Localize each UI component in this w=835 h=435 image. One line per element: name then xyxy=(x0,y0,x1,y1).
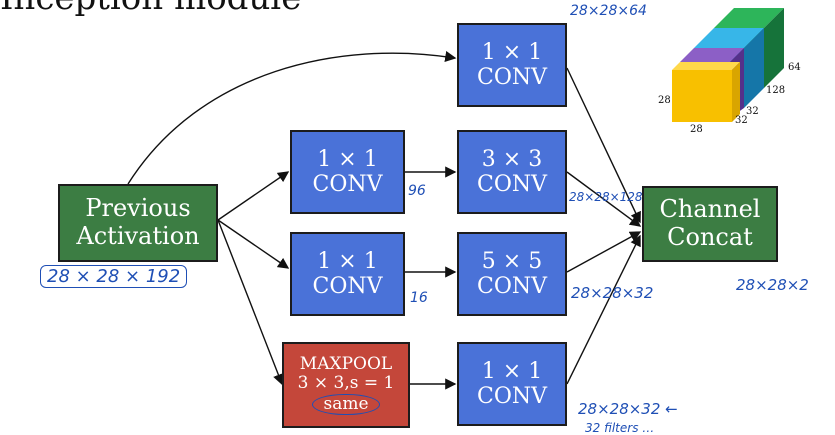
cube-label-32-a: 32 xyxy=(735,115,748,126)
cube-label-32-b: 32 xyxy=(746,106,759,117)
previous-activation-line1: Previous xyxy=(85,194,191,223)
filters-note-annotation: 32 filters … xyxy=(585,421,655,435)
maxpool-box: MAXPOOL 3 × 3,s = 1 same xyxy=(282,342,410,428)
cube-label-128: 128 xyxy=(766,85,786,96)
output-volume-cube-illustration xyxy=(672,8,784,122)
conv-5x5-box: 5 × 5 CONV xyxy=(457,232,567,316)
maxpool-padding: same xyxy=(312,393,380,416)
input-dims-annotation: 28 × 28 × 192 xyxy=(40,265,188,288)
cube-label-28-width: 28 xyxy=(690,124,703,135)
channel-concat-box: Channel Concat xyxy=(642,186,778,262)
out-128-annotation: 28×28×128 xyxy=(569,190,643,204)
conv-5x5-label: CONV xyxy=(476,274,547,299)
previous-activation-box: Previous Activation xyxy=(58,184,218,262)
previous-activation-line2: Activation xyxy=(76,222,200,250)
concat-output-annotation: 28×28×2 xyxy=(736,276,809,294)
conv-1x1-a-box: 1 × 1 CONV xyxy=(290,130,405,214)
conv-3x3-label: CONV xyxy=(476,172,547,197)
conv-5x5-size: 5 × 5 xyxy=(481,248,543,274)
maxpool-params: 3 × 3,s = 1 xyxy=(297,373,395,394)
conv-1x1-b-size: 1 × 1 xyxy=(317,248,378,274)
conv-1x1-c-size: 1 × 1 xyxy=(481,358,543,384)
conv-3x3-size: 3 × 3 xyxy=(481,146,543,172)
conv-1x1-a-label: CONV xyxy=(312,172,383,197)
page-title: Inception module xyxy=(0,0,301,18)
top-output-annotation: 28×28×64 xyxy=(570,3,647,19)
conv-1x1-c-box: 1 × 1 CONV xyxy=(457,342,567,426)
channel-concat-line1: Channel xyxy=(659,195,761,224)
conv-3x3-box: 3 × 3 CONV xyxy=(457,130,567,214)
conv-1x1-top-box: 1 × 1 CONV xyxy=(457,23,567,107)
out-32b-annotation: 28×28×32 ← xyxy=(578,400,678,418)
conv-1x1-b-label: CONV xyxy=(312,274,383,299)
n96-annotation: 96 xyxy=(408,183,426,199)
cube-label-64: 64 xyxy=(788,62,801,73)
conv-1x1-a-size: 1 × 1 xyxy=(317,146,378,172)
conv-1x1-c-label: CONV xyxy=(476,384,547,409)
conv-1x1-b-box: 1 × 1 CONV xyxy=(290,232,405,316)
out-32-annotation: 28×28×32 xyxy=(571,284,654,302)
n16-annotation: 16 xyxy=(410,290,428,306)
conv-1x1-top-size: 1 × 1 xyxy=(481,39,543,65)
conv-1x1-top-label: CONV xyxy=(476,65,547,90)
channel-concat-line2: Concat xyxy=(667,223,753,251)
cube-label-28-height: 28 xyxy=(658,95,671,106)
maxpool-title: MAXPOOL xyxy=(299,353,393,374)
